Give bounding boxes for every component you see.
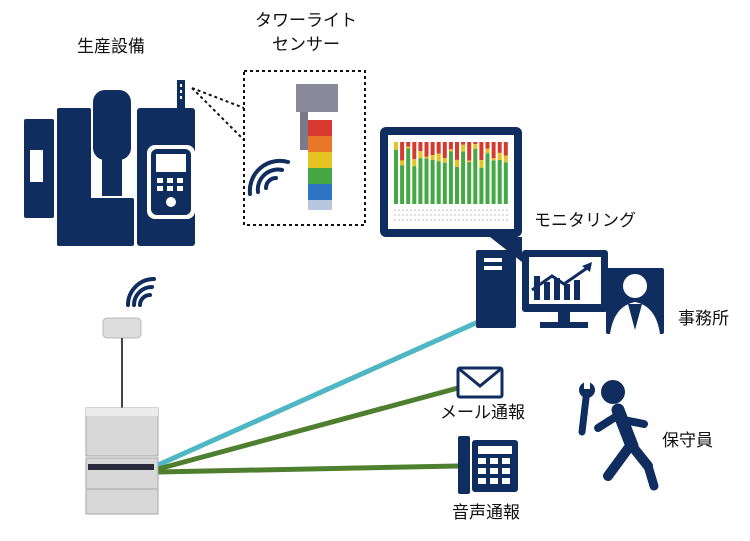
monitor-bar-segment	[461, 142, 466, 145]
monitor-bar-segment	[418, 151, 423, 159]
monitor-bar-segment	[442, 162, 447, 204]
label-voice-notify: 音声通報	[452, 503, 520, 523]
monitor-bar-segment	[406, 148, 411, 204]
monitor-bar-segment	[503, 155, 508, 163]
label-mail-notify: メール通報	[440, 403, 525, 423]
monitor-bar-segment	[430, 155, 435, 160]
connection-line-mail	[157, 385, 459, 472]
monitor-bar-segment	[448, 149, 453, 152]
monitor-bar-segment	[436, 142, 441, 154]
monitor-bar-segment	[430, 159, 435, 204]
gateway-wifi-icon	[126, 277, 156, 307]
monitor-bar-segment	[448, 142, 453, 150]
trend-chart	[531, 262, 592, 300]
monitor-bar-segment	[442, 157, 447, 163]
monitor-bar-segment	[418, 142, 423, 152]
monitor-bar-segment	[412, 166, 417, 204]
monitor-bar-segment	[479, 167, 484, 204]
monitor-bar-segment	[424, 156, 429, 159]
monitor-bar-segment	[436, 161, 441, 204]
monitor-bar-segment	[448, 151, 453, 204]
monitor-bar-segment	[491, 160, 496, 204]
monitor-bar-segment	[491, 158, 496, 161]
monitor-bar-segment	[467, 162, 472, 204]
monitor-bar-segment	[473, 142, 478, 145]
monitor-bar-segment	[503, 162, 508, 204]
monitor-bar-segment	[467, 160, 472, 163]
monitor-bar-segment	[473, 144, 478, 150]
monitor-bar-segment	[455, 166, 459, 204]
label-office: 事務所	[678, 309, 729, 329]
gateway-device-icon	[85, 317, 159, 515]
monitor-bar-segment	[412, 142, 417, 160]
monitor-bar-segment	[461, 144, 466, 152]
antenna-dots	[180, 84, 182, 99]
label-tower-sensor-line2: センサー	[272, 35, 340, 55]
machine-icon	[24, 80, 195, 246]
monitor-bar-segment	[400, 165, 405, 204]
computer-icon	[476, 250, 608, 328]
monitor-bar-segment	[424, 142, 429, 157]
monitor-chart	[394, 142, 508, 221]
phone-icon	[458, 436, 518, 494]
monitor-bar-segment	[394, 142, 398, 150]
monitor-bar-segment	[455, 159, 459, 167]
monitor-bar-segment	[412, 159, 417, 167]
monitor-bar-segment	[479, 142, 484, 161]
connection-line-voice	[157, 463, 459, 475]
mail-icon	[456, 366, 504, 399]
monitor-bar-segment	[497, 142, 502, 153]
tower-light-icon	[296, 84, 338, 210]
monitor-bar-segment	[497, 152, 502, 161]
monitor-bar-segment	[479, 160, 484, 168]
monitor-bar-segment	[485, 153, 490, 204]
monitor-bar-segment	[406, 142, 411, 147]
monitor-bar-segment	[467, 142, 472, 161]
label-tower-sensor-line1: タワーライト	[255, 11, 357, 31]
monitor-bar-segment	[406, 146, 411, 149]
monitor-bar-segment	[491, 142, 496, 159]
wifi-icon	[247, 158, 290, 196]
monitor-bar-segment	[485, 148, 490, 154]
label-monitoring: モニタリング	[534, 211, 636, 231]
monitor-bar-segment	[400, 160, 405, 166]
wrench-icon	[578, 382, 595, 436]
monitor-bar-segment	[394, 149, 398, 204]
monitor-bar-segment	[455, 142, 459, 160]
label-maintenance: 保守員	[662, 431, 713, 451]
monitor-bar-segment	[430, 142, 435, 156]
monitor-bar-segment	[400, 142, 405, 161]
connection-line-office	[156, 319, 480, 468]
monitor-bar-segment	[497, 160, 502, 204]
monitor-bar-segment	[442, 142, 447, 158]
monitor-bar-segment	[473, 149, 478, 204]
monitor-bar-segment	[418, 158, 423, 204]
monitor-bar-segment	[424, 158, 429, 204]
label-equipment: 生産設備	[77, 37, 145, 57]
runner-icon	[594, 380, 659, 491]
callout-pointer	[191, 87, 245, 141]
monitor-bar-segment	[461, 151, 466, 204]
monitor-bar-segment	[503, 142, 508, 156]
office-worker-icon	[606, 268, 664, 334]
monitor-bar-segment	[485, 142, 490, 149]
monitor-bar-segment	[436, 153, 441, 162]
